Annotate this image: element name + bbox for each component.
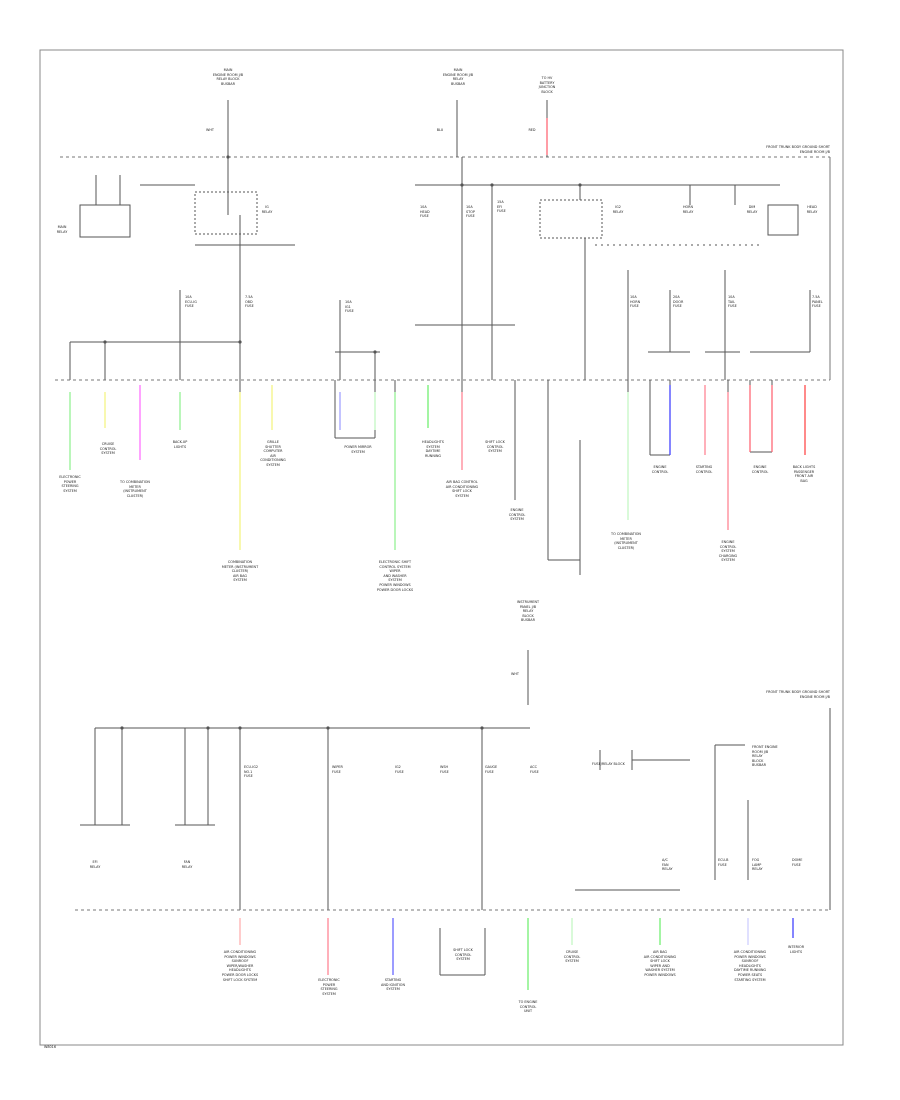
- load-bottom-4: SHIFT LOCK CONTROL SYSTEM: [453, 948, 473, 962]
- fuse-1-label: 10A ECU-IG FUSE: [185, 295, 197, 309]
- fuse-bottom-2: WIPER FUSE: [332, 765, 343, 774]
- load-top-9: ENGINE CONTROL SYSTEM: [508, 508, 526, 522]
- fuse-block-label: FUSE/RELAY BLOCK: [592, 762, 625, 766]
- footer-code: W8016: [44, 1045, 56, 1049]
- load-top-3: TO COMBINATION METER (INSTRUMENT CLUSTER…: [120, 480, 150, 498]
- load-top-1: ELECTRONIC POWER STEERING SYSTEM: [59, 475, 81, 493]
- fuse-7-label: 10A HORN FUSE: [630, 295, 641, 309]
- fuse-bottom-5: GAUGE FUSE: [485, 765, 498, 774]
- relay-dim-label: DIM RELAY: [746, 205, 758, 214]
- source-2-label: MAIN ENGINE ROOM J/B RELAY BUSBAR: [442, 68, 474, 86]
- load-bottom-8: AIR CONDITIONING POWER WINDOWS SUNROOF H…: [733, 950, 767, 982]
- load-long-4: ENGINE CONTROL SYSTEM CHARGING SYSTEM: [718, 540, 738, 563]
- fuse-bottom-3: IG2 FUSE: [395, 765, 404, 774]
- relay-head-label: HEAD RELAY: [806, 205, 818, 214]
- load-bottom-5: TO ENGINE CONTROL UNIT: [518, 1000, 538, 1014]
- load-top-10: TO COMBINATION METER (INSTRUMENT CLUSTER…: [611, 532, 641, 550]
- source-3-wire: RED: [528, 128, 536, 132]
- relay-horn-label: HORN RELAY: [682, 205, 694, 214]
- load-bottom-9: INTERIOR LIGHTS: [787, 945, 805, 954]
- relay-ig-label: IG RELAY: [261, 205, 273, 214]
- source-1-wire: WHT: [206, 128, 214, 132]
- fuse-9-label: 10A TAIL FUSE: [728, 295, 737, 309]
- source-1-label: MAIN ENGINE ROOM J/B RELAY BLOCK BUSBAR: [212, 68, 244, 86]
- relay-main-label: MAIN RELAY: [56, 225, 68, 234]
- load-long-2: ELECTRONIC SHIFT CONTROL SYSTEM WIPER AN…: [376, 560, 414, 592]
- load-top-14: BACK LIGHTS PASSENGER FRONT AIR BAG: [792, 465, 816, 483]
- relay-ig-box: [194, 191, 258, 235]
- diagram-frame: [39, 49, 844, 1046]
- relay-bottom-1: A/C FAN RELAY: [662, 858, 673, 872]
- fuse-bottom-6: ACC FUSE: [530, 765, 539, 774]
- load-bottom-2: ELECTRONIC POWER STEERING SYSTEM: [318, 978, 340, 996]
- load-bottom-6: CRUISE CONTROL SYSTEM: [563, 950, 581, 964]
- fuse-6-label: 15A EFI FUSE: [497, 200, 506, 214]
- relay-ig2-label: IG2 RELAY: [612, 205, 624, 214]
- load-top-8: SHIFT LOCK CONTROL SYSTEM: [485, 440, 505, 454]
- load-bottom-3: STARTING AND IGNITION SYSTEM: [381, 978, 405, 992]
- fuse-4-label: 10A HEAD FUSE: [420, 205, 430, 219]
- load-long-1: COMBINATION METER (INSTRUMENT CLUSTER) A…: [221, 560, 259, 583]
- junction-dots: [103, 155, 582, 730]
- load-long-3: AIR BAG CONTROL AIR CONDITIONING SHIFT L…: [445, 480, 479, 498]
- load-bottom-1: AIR CONDITIONING POWER WINDOWS SUNROOF W…: [221, 950, 259, 982]
- load-top-11: ENGINE CONTROL: [651, 465, 669, 474]
- load-top-4: BACK-UP LIGHTS: [172, 440, 188, 449]
- relay-fan-label: FAN RELAY: [181, 860, 193, 869]
- fuse-10-label: 7.5A PANEL FUSE: [812, 295, 823, 309]
- load-top-6: POWER MIRROR SYSTEM: [344, 445, 372, 454]
- load-bottom-7: AIR BAG AIR CONDITIONING SHIFT LOCK WIPE…: [643, 950, 677, 977]
- load-top-7: HEADLIGHTS SYSTEM DAYTIME RUNNING: [422, 440, 444, 458]
- source-2-wire: BLU: [436, 128, 444, 132]
- mid-source-wire: WHT: [511, 672, 519, 676]
- fuse-5-label: 10A STOP FUSE: [466, 205, 475, 219]
- mid-source-label: INSTRUMENT PANEL J/B RELAY BLOCK BUSBAR: [516, 600, 540, 623]
- relay-bottom-2: FOG LAMP RELAY: [752, 858, 763, 872]
- bottom-ground-bus-label: FRONT TRUNK BODY GROUND SHORT ENGINE ROO…: [766, 690, 830, 699]
- relay-efi-label: EFI RELAY: [89, 860, 101, 869]
- fuse-bottom-7: ECU-B FUSE: [718, 858, 729, 867]
- fuse-bottom-4: WSH FUSE: [440, 765, 449, 774]
- load-top-12: STARTING CONTROL: [695, 465, 713, 474]
- relay-right-box: [767, 204, 799, 236]
- load-top-5: GRILLE SHUTTER COMPUTER AIR CONDITIONING…: [260, 440, 286, 467]
- fuse-bottom-8: DOME FUSE: [792, 858, 803, 867]
- relay-box-left: [79, 204, 131, 238]
- load-top-2: CRUISE CONTROL SYSTEM: [99, 442, 117, 456]
- fuse-8-label: 20A DOOR FUSE: [673, 295, 684, 309]
- fuse-2-label: 7.5A OBD FUSE: [245, 295, 254, 309]
- fuse-bottom-1: ECU-IG2 NO.1 FUSE: [244, 765, 258, 779]
- load-top-13: ENGINE CONTROL: [751, 465, 769, 474]
- bottom-right-source: FRONT ENGINE ROOM J/B RELAY BLOCK BUSBAR: [752, 745, 778, 768]
- source-3-label: TO HV BATTERY JUNCTION BLOCK: [538, 76, 556, 94]
- fuse-3-label: 10A IG1 FUSE: [345, 300, 354, 314]
- relay-ig2-box: [539, 199, 603, 239]
- wire-colors: [69, 118, 806, 990]
- top-ground-bus-label: FRONT TRUNK BODY GROUND SHORT ENGINE ROO…: [766, 145, 830, 154]
